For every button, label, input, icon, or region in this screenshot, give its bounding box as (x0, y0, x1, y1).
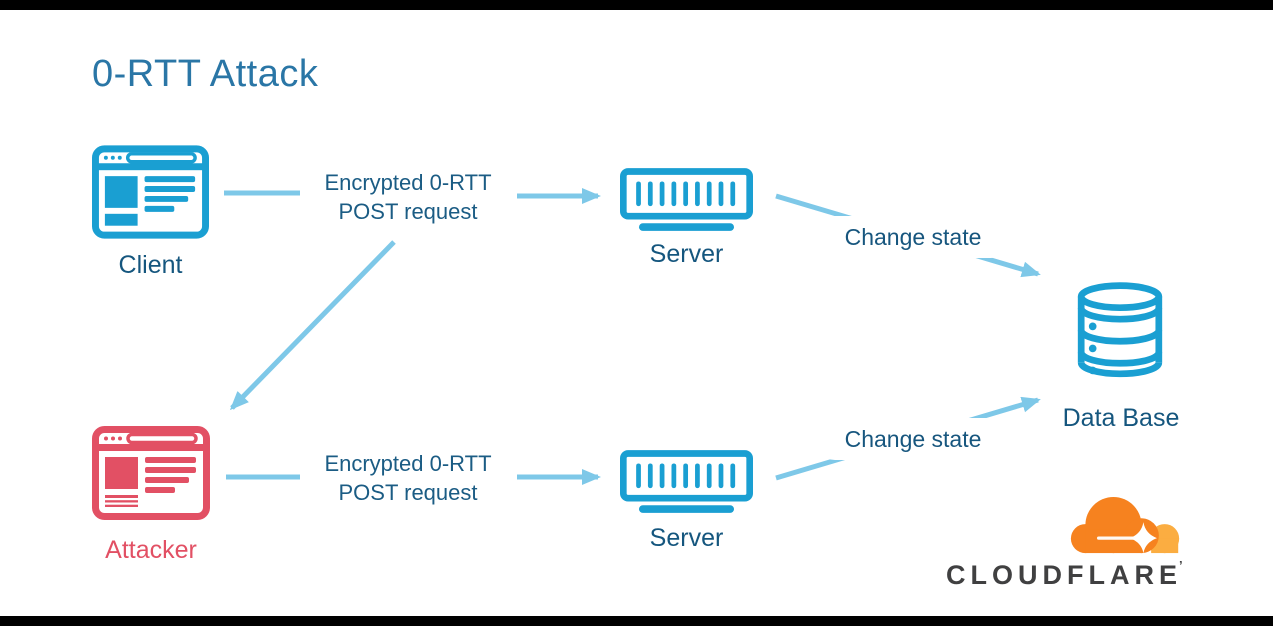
request-box-bottom-line1: Encrypted 0-RTT (324, 450, 492, 476)
diagram-title: 0-RTT Attack (92, 53, 319, 95)
cloudflare-wordmark-text: CLOUDFLARE (946, 560, 1182, 590)
arrow-request-to-attacker (229, 240, 396, 411)
request-box-bottom-line2: POST request (338, 479, 478, 505)
letterbox-bar-bottom (0, 616, 1273, 626)
cloudflare-cloud-icon (1070, 497, 1180, 554)
database-label: Data Base (1062, 404, 1180, 432)
change-state-bottom-label: Change state (844, 425, 982, 452)
request-box-top: Encrypted 0-RTT POST request (300, 163, 516, 230)
attacker-browser-icon (92, 426, 210, 520)
change-state-bubble-top: Change state (814, 216, 1012, 258)
cloudflare-wordmark: CLOUDFLARE’ (946, 558, 1206, 591)
cloudflare-trademark-mark: ’ (1178, 558, 1183, 573)
server-icon-bottom (620, 450, 753, 513)
server-icon-top (620, 168, 753, 231)
request-box-top-line2: POST request (338, 198, 478, 224)
change-state-bubble-bottom: Change state (814, 418, 1012, 460)
client-browser-icon (92, 145, 209, 239)
request-box-bottom: Encrypted 0-RTT POST request (300, 444, 516, 511)
letterbox-bar-top (0, 0, 1273, 10)
request-box-top-line1: Encrypted 0-RTT (324, 169, 492, 195)
change-state-top-label: Change state (844, 223, 982, 250)
server-top-label: Server (649, 240, 724, 268)
database-icon (1077, 282, 1163, 378)
attacker-label: Attacker (105, 536, 197, 564)
server-bottom-label: Server (649, 524, 724, 552)
client-label: Client (118, 251, 183, 279)
